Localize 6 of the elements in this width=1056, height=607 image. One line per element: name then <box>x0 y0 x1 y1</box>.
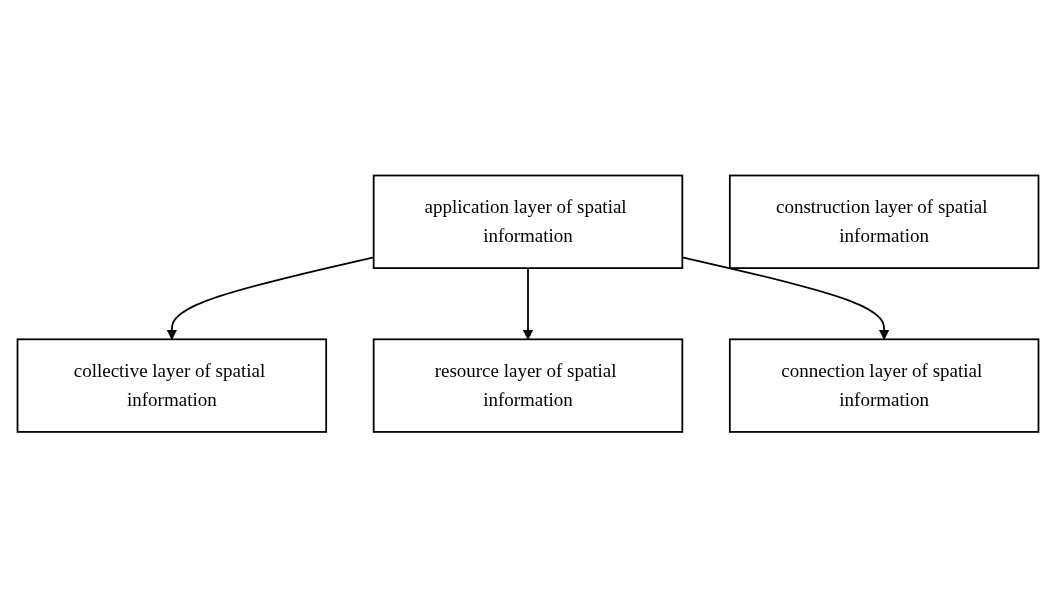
node-box: collective layer of spatial information <box>16 338 328 433</box>
node-box: connection layer of spatial information <box>728 338 1040 433</box>
node-box: resource layer of spatial information <box>372 338 684 433</box>
arrow <box>522 267 534 340</box>
node-box: application layer of spatial information <box>372 174 684 269</box>
node-box: construction layer of spatial information <box>728 174 1040 269</box>
